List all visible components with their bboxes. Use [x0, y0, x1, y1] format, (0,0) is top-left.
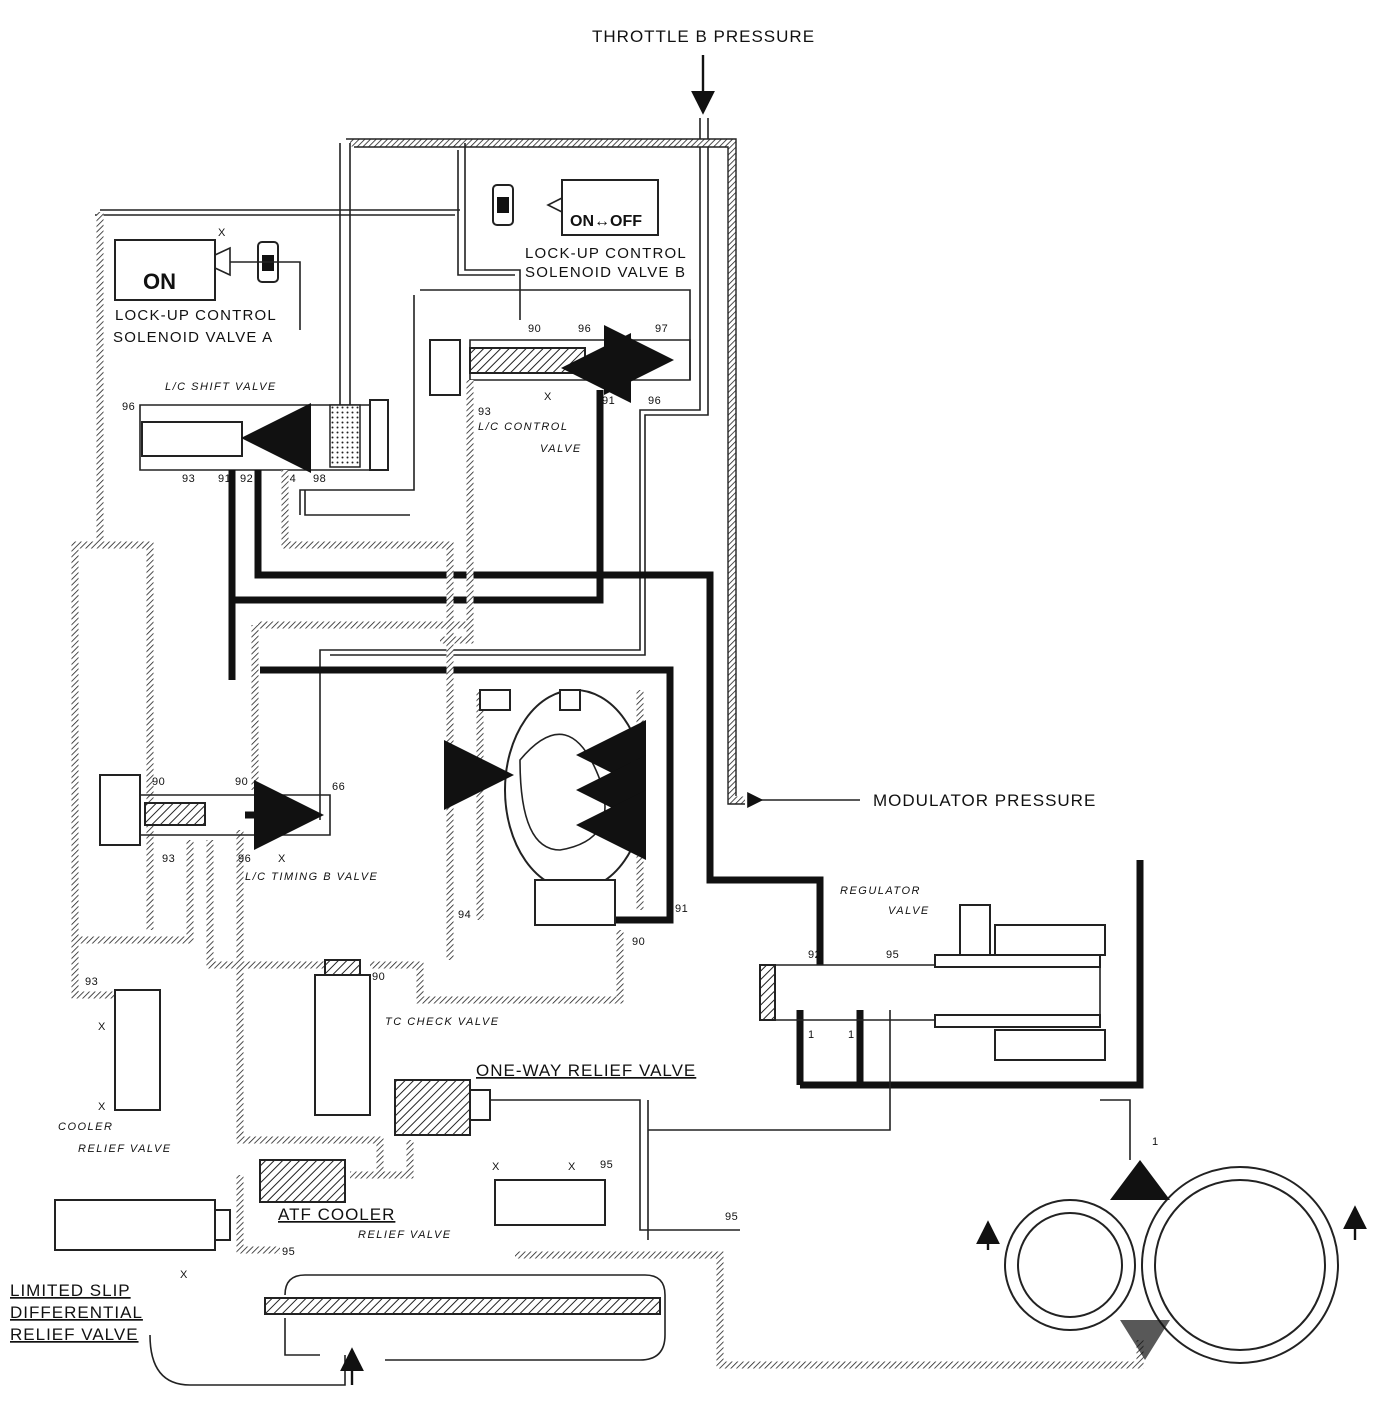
port-label: 91: [218, 473, 231, 485]
port-label: 92: [240, 473, 253, 485]
port-label: X: [278, 853, 286, 865]
cooler-relief-valve-label-1: COOLER: [58, 1121, 113, 1133]
port-label: X: [180, 1269, 188, 1281]
oil-pump: 1: [976, 1136, 1367, 1364]
solenoid-a-state: ON: [143, 269, 176, 294]
port-label: 96: [578, 323, 591, 335]
port-label: 96: [238, 853, 251, 865]
lubrication-shaft: [149, 1274, 666, 1386]
port-label: 95: [725, 1211, 738, 1223]
lc-control-valve: L/C CONTROL VALVE 90 96 97 X 93 91 96: [429, 323, 691, 455]
port-label: X: [98, 1021, 106, 1033]
modulator-pressure-lines: [95, 138, 860, 930]
port-label: 93: [478, 406, 491, 418]
lsd-relief-valve-label-2: DIFFERENTIAL: [10, 1303, 143, 1322]
lockup-solenoid-b: ON↔OFF LOCK-UP CONTROL SOLENOID VALVE B: [492, 179, 687, 281]
atf-cooler: ATF COOLER: [259, 1159, 395, 1224]
port-label: 90: [372, 971, 385, 983]
lc-timing-b-valve-label: L/C TIMING B VALVE: [245, 871, 378, 883]
relief-valve-label: RELIEF VALVE: [358, 1229, 452, 1241]
port-label: 90: [152, 776, 165, 788]
lsd-relief-valve: 95 X LIMITED SLIP DIFFERENTIAL RELIEF VA…: [10, 1199, 295, 1344]
solenoid-a-port-x: X: [218, 227, 226, 239]
solenoid-a-name-line1: LOCK-UP CONTROL: [115, 307, 277, 324]
port-label: 96: [648, 395, 661, 407]
port-label: 1: [1152, 1136, 1159, 1148]
relief-valve: X X 95 RELIEF VALVE 95: [358, 1159, 738, 1241]
lsd-relief-valve-label-1: LIMITED SLIP: [10, 1281, 131, 1300]
port-label: 94: [458, 909, 471, 921]
port-label: X: [98, 1101, 106, 1113]
one-way-relief-valve-label: ONE-WAY RELIEF VALVE: [476, 1061, 696, 1080]
lc-timing-b-valve: L/C TIMING B VALVE 90 90 66 93 96 X: [99, 774, 378, 883]
port-label: 93: [182, 473, 195, 485]
lc-control-valve-label-1: L/C CONTROL: [478, 421, 568, 433]
port-label: 1: [848, 1029, 855, 1041]
torque-converter: 94 91 90: [444, 689, 688, 948]
solenoid-b-state: ON↔OFF: [570, 213, 642, 230]
regulator-valve-label-2: VALVE: [888, 905, 930, 917]
tc-check-valve: TC CHECK VALVE 90: [314, 959, 500, 1116]
port-label: 90: [235, 776, 248, 788]
port-label: 98: [313, 473, 326, 485]
throttle-b-pressure-label: THROTTLE B PRESSURE: [592, 27, 815, 46]
port-label: 91: [675, 903, 688, 915]
solenoid-b-name-line2: SOLENOID VALVE B: [525, 264, 686, 281]
port-label: 93: [85, 976, 98, 988]
port-label: X: [568, 1161, 576, 1173]
throttle-b-feed: [319, 55, 715, 820]
lockup-solenoid-a: ON LOCK-UP CONTROL SOLENOID VALVE A X: [113, 227, 301, 346]
one-way-relief-valve: ONE-WAY RELIEF VALVE: [394, 1061, 696, 1136]
lc-shift-valve: L/C SHIFT VALVE 96 93 91 92 94 98: [122, 381, 389, 485]
port-label: 96: [122, 401, 135, 413]
lc-shift-valve-label: L/C SHIFT VALVE: [165, 381, 277, 393]
port-label: 91: [602, 395, 615, 407]
regulator-valve-label-1: REGULATOR: [840, 885, 921, 897]
cooler-relief-valve-label-2: RELIEF VALVE: [78, 1143, 172, 1155]
port-label: 66: [332, 781, 345, 793]
solenoid-a-name-line2: SOLENOID VALVE A: [113, 329, 273, 346]
port-label: X: [544, 391, 552, 403]
modulator-pressure-label: MODULATOR PRESSURE: [873, 791, 1096, 810]
port-label: 90: [528, 323, 541, 335]
tc-check-valve-label: TC CHECK VALVE: [385, 1016, 500, 1028]
port-label: 95: [886, 949, 899, 961]
port-label: 93: [162, 853, 175, 865]
port-label: 95: [282, 1246, 295, 1258]
port-label: 92: [808, 949, 821, 961]
solenoid-b-name-line1: LOCK-UP CONTROL: [525, 245, 687, 262]
port-label: 97: [655, 323, 668, 335]
regulator-valve: REGULATOR VALVE 92 95 1 1: [759, 885, 1106, 1061]
port-label: 1: [808, 1029, 815, 1041]
cooler-relief-valve: 93 X X COOLER RELIEF VALVE: [58, 976, 172, 1155]
port-label: X: [492, 1161, 500, 1173]
port-label: 95: [600, 1159, 613, 1171]
port-label: 90: [632, 936, 645, 948]
lc-control-valve-label-2: VALVE: [540, 443, 582, 455]
atf-cooler-label: ATF COOLER: [278, 1205, 395, 1224]
lsd-relief-valve-label-3: RELIEF VALVE: [10, 1325, 139, 1344]
